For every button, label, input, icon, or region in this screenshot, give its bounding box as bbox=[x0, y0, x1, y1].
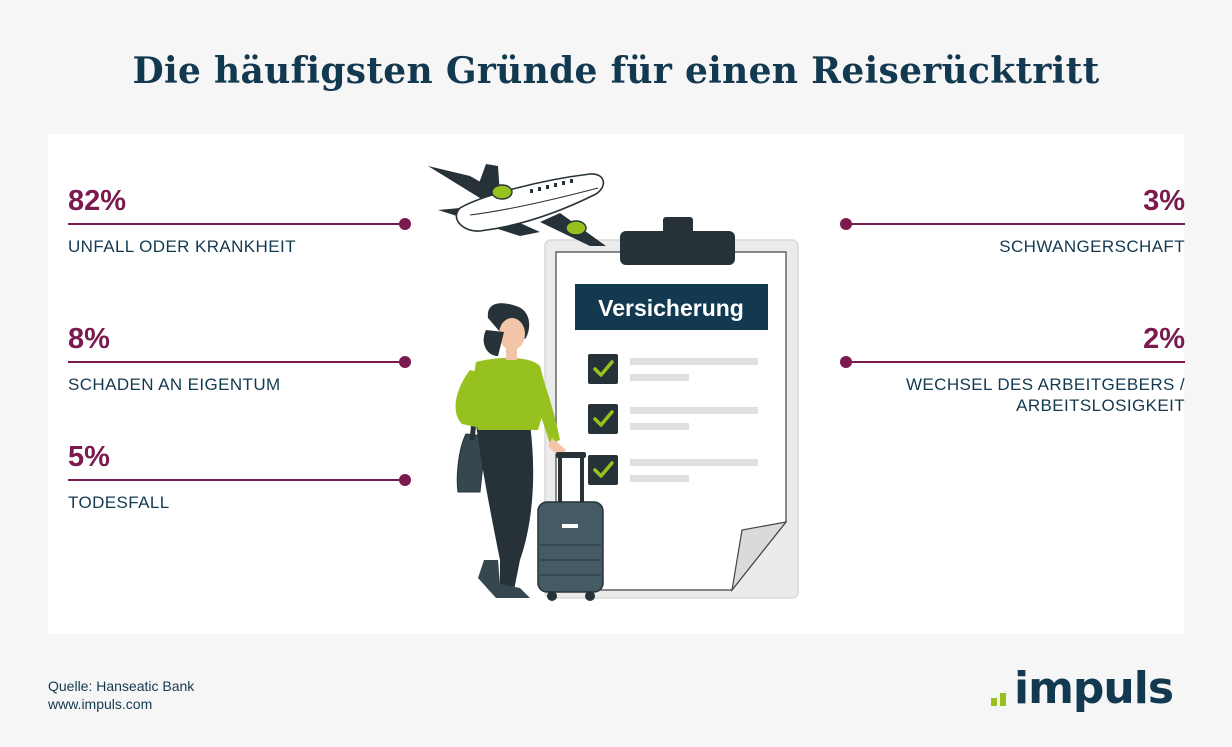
stat-divider bbox=[68, 361, 404, 363]
logo-text: impuls bbox=[1014, 663, 1174, 714]
stat-label-line-1: WECHSEL DES ARBEITGEBERS / bbox=[905, 375, 1185, 394]
footer: Quelle: Hanseatic Bank www.impuls.com bbox=[48, 677, 194, 713]
clipboard-heading: Versicherung bbox=[598, 295, 744, 321]
stat-divider bbox=[849, 361, 1185, 363]
stat-divider bbox=[68, 479, 404, 481]
website-url: www.impuls.com bbox=[48, 696, 153, 712]
logo-bar bbox=[991, 698, 997, 706]
stat-divider bbox=[849, 223, 1185, 225]
suitcase-icon bbox=[537, 452, 604, 601]
stat-value: 3% bbox=[1143, 185, 1185, 217]
stat-label: SCHWANGERSCHAFT bbox=[999, 237, 1185, 256]
page-title: Die häufigsten Gründe für einen Reiserüc… bbox=[132, 50, 1100, 92]
stat-dot bbox=[840, 356, 852, 368]
stat-divider bbox=[68, 223, 404, 225]
stat-value: 8% bbox=[68, 323, 110, 355]
checkbox-icon bbox=[588, 354, 618, 384]
stat-value: 2% bbox=[1143, 323, 1185, 355]
airplane-icon bbox=[428, 164, 606, 246]
stat-value: 5% bbox=[68, 441, 110, 473]
travel-insurance-illustration: Versicherung bbox=[428, 164, 799, 601]
stat-label: UNFALL ODER KRANKHEIT bbox=[68, 237, 296, 256]
checkbox-icon bbox=[588, 404, 618, 434]
stat-label: WECHSEL DES ARBEITGEBERS / ARBEITSLOSIGK… bbox=[840, 374, 1185, 416]
stat-label-line-2: ARBEITSLOSIGKEIT bbox=[1016, 396, 1185, 415]
checkbox-icon bbox=[588, 455, 618, 485]
stat-value: 82% bbox=[68, 185, 127, 217]
logo-bar bbox=[1000, 693, 1006, 706]
source-text: Quelle: Hanseatic Bank bbox=[48, 678, 195, 694]
stat-label: SCHADEN AN EIGENTUM bbox=[68, 375, 281, 394]
stat-dot bbox=[840, 218, 852, 230]
stat-label: TODESFALL bbox=[68, 493, 170, 512]
stat-dot bbox=[399, 474, 411, 486]
stat-dot bbox=[399, 218, 411, 230]
impuls-logo: impuls bbox=[988, 664, 1180, 720]
traveler-woman-icon bbox=[455, 303, 566, 598]
stat-dot bbox=[399, 356, 411, 368]
clipboard-heading-box bbox=[575, 284, 768, 330]
